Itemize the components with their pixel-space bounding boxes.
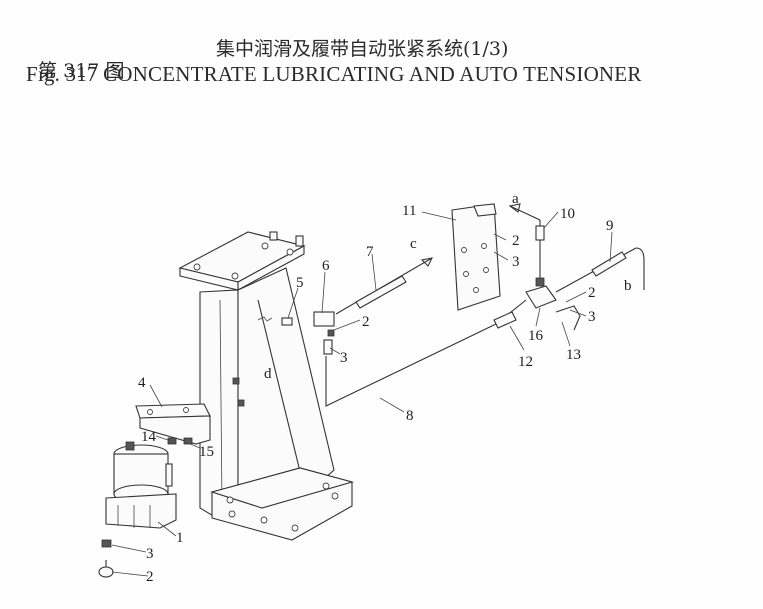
callout-13: 13: [566, 347, 581, 363]
leader-lines: [111, 211, 613, 577]
callout-d: d: [264, 366, 272, 382]
callout-a: a: [512, 191, 519, 207]
callout-b: b: [624, 278, 632, 294]
callout-8: 8: [406, 408, 414, 424]
callout-7: 7: [366, 244, 374, 260]
callout-4: 4: [138, 375, 146, 391]
frame-column: [178, 231, 355, 541]
callout-5: 5: [296, 275, 304, 291]
callout-12: 12: [518, 354, 533, 370]
figure-name-cn: 集中润滑及履带自动张紧系统(1/3): [216, 38, 509, 60]
callout-15: 15: [199, 444, 214, 460]
distribution-fittings: [281, 257, 433, 355]
callout-2: 2: [146, 569, 154, 585]
mount-plate: [451, 203, 501, 311]
callout-1: 1: [176, 530, 184, 546]
callout-11: 11: [402, 203, 416, 219]
callout-2: 2: [362, 314, 370, 330]
figure-title-cn: 第 317 图 集中润滑及履带自动张紧系统(1/3): [26, 34, 508, 105]
figure-title-en: Fig. 317 CONCENTRATE LUBRICATING AND AUT…: [26, 62, 642, 86]
callout-10: 10: [560, 206, 575, 222]
figure-number-cn: 第 317 图: [38, 60, 125, 82]
callout-3: 3: [340, 350, 348, 366]
callout-c: c: [410, 236, 417, 252]
callout-6: 6: [322, 258, 330, 274]
callout-2: 2: [588, 285, 596, 301]
callout-16: 16: [528, 328, 544, 344]
callout-9: 9: [606, 218, 614, 234]
callout-2: 2: [512, 233, 520, 249]
callout-3: 3: [588, 309, 596, 325]
callout-labels: 1 2 3 4 14 15 5 6 2 3 7 c d 8 11 a 2 3 1…: [138, 191, 632, 585]
callout-3: 3: [512, 254, 520, 270]
lubrication-pump: [98, 403, 211, 578]
callout-3: 3: [146, 546, 154, 562]
callout-14: 14: [141, 429, 157, 445]
tensioner-block: [325, 203, 645, 407]
